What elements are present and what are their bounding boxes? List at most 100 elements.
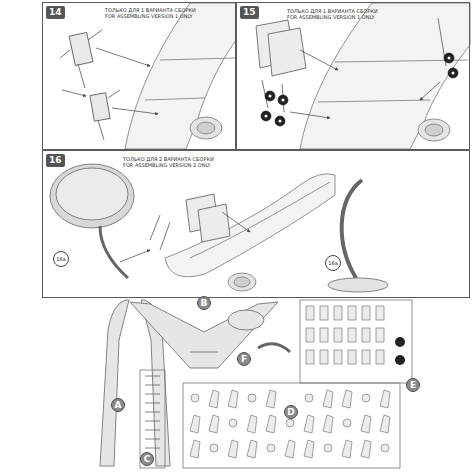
landing-gear-part	[98, 90, 120, 140]
fuselage-drawing	[190, 117, 222, 139]
assembly-arrow	[120, 250, 150, 262]
sprue-small-parts	[348, 350, 356, 364]
sprue-letter-text: B	[201, 298, 208, 308]
sprue-small-parts	[395, 337, 405, 347]
sprue-frame	[140, 300, 412, 468]
sprue-small-parts	[320, 306, 328, 320]
sprue-letter: D	[284, 405, 298, 419]
wheel-hub	[452, 72, 455, 75]
sprue-small-parts	[342, 390, 352, 408]
wheel-hub	[269, 95, 272, 98]
sprue-small-parts	[362, 394, 370, 402]
sprue-small-parts	[228, 390, 238, 408]
sprue-small-parts	[334, 306, 342, 320]
sprue-letter-text: E	[410, 380, 416, 390]
sprue-small-parts	[306, 350, 314, 364]
wheel-part	[278, 95, 288, 105]
sprue-letter-text: F	[241, 354, 247, 364]
sprue-small-parts	[145, 403, 160, 404]
fuselage-drawing	[160, 58, 236, 60]
sprue-small-parts	[145, 394, 160, 395]
sprue-small-parts	[376, 306, 384, 320]
sprue-small-parts	[305, 394, 313, 402]
sprue-small-parts	[229, 419, 237, 427]
sprue-small-parts	[145, 412, 160, 413]
sprue-small-parts	[285, 440, 295, 458]
sprue-small-parts	[267, 444, 275, 452]
wheel-part	[444, 53, 454, 63]
sprue-frame	[300, 300, 412, 383]
landing-gear-part	[60, 30, 102, 88]
gear-door-part	[150, 215, 170, 250]
gear-door-part	[150, 194, 230, 250]
sprue-small-parts	[320, 350, 328, 364]
fuselage-drawing	[197, 122, 215, 134]
display-stand	[50, 164, 134, 278]
sprue-small-parts	[342, 440, 352, 458]
sprue-small-parts	[190, 440, 200, 458]
sprue-small-parts	[145, 430, 160, 431]
gear-door-part	[262, 18, 446, 112]
sprue-small-parts	[248, 394, 256, 402]
sprue-small-parts	[306, 306, 314, 320]
sprue-small-parts	[145, 448, 160, 449]
step-panel: 16ТОЛЬКО ДЛЯ 2 ВАРИАНТА СБОРКИFOR ASSEMB…	[42, 150, 470, 298]
stand-detail	[328, 180, 388, 292]
assembly-arrow	[300, 50, 338, 70]
sprue-small-parts	[380, 390, 390, 408]
sprue-part-b	[130, 302, 278, 368]
sprue-small-parts	[348, 306, 356, 320]
fuselage-drawing	[318, 100, 430, 102]
fuselage-drawing	[165, 174, 335, 277]
sprue-small-parts	[286, 419, 294, 427]
wheel-part	[261, 53, 458, 126]
sprue-small-parts	[323, 390, 333, 408]
sprue-small-parts	[395, 355, 405, 365]
step-panel: 14ТОЛЬКО ДЛЯ 1 ВАРИАНТА СБОРКИFOR ASSEMB…	[42, 2, 236, 150]
sprue-letter: A	[111, 398, 125, 412]
sprue-small-parts	[191, 394, 199, 402]
callout-number: 16a	[56, 256, 65, 262]
gear-door-part	[268, 28, 306, 76]
fuselage-drawing	[418, 119, 450, 141]
sprue-frame	[140, 370, 165, 468]
fuselage-drawing	[165, 174, 335, 291]
wheel-part	[275, 116, 285, 126]
display-stand	[50, 164, 134, 228]
sprue-letter: F	[237, 352, 251, 366]
callout-number: 16a	[328, 260, 337, 266]
detail-callout: 16a	[53, 251, 69, 267]
sprue-small-parts	[145, 385, 160, 386]
sprue-small-parts	[320, 328, 328, 342]
sprue-part-b	[130, 302, 278, 368]
assembly-arrow	[96, 48, 150, 66]
sprue-small-parts	[145, 439, 160, 440]
landing-gear-part	[90, 93, 110, 121]
assembly-arrow	[290, 50, 440, 118]
display-stand	[100, 226, 128, 278]
fuselage-drawing	[125, 3, 236, 149]
sprue-small-parts	[145, 306, 405, 458]
assembly-arrow	[120, 212, 250, 262]
assembly-note: FOR ASSEMBLING VERSION 2 ONLY	[123, 162, 211, 168]
sprue-small-parts	[266, 390, 276, 408]
assembly-note: ТОЛЬКО ДЛЯ 1 ВАРИАНТА СБОРКИ	[105, 7, 196, 13]
wheel-part	[261, 111, 271, 121]
wheel-hub	[265, 57, 455, 123]
assembly-arrow	[420, 82, 440, 100]
fuselage-drawing	[300, 3, 470, 149]
sprue-small-parts	[306, 328, 314, 342]
sprue-small-parts	[348, 328, 356, 342]
wheel-hub	[282, 99, 285, 102]
assembly-note: ТОЛЬКО ДЛЯ 2 ВАРИАНТА СБОРКИ	[123, 156, 214, 162]
sprue-small-parts	[209, 390, 219, 408]
sprue-part-f	[228, 310, 290, 352]
fuselage-drawing	[145, 98, 205, 100]
sprue-small-parts	[247, 415, 257, 433]
stand-detail	[328, 278, 388, 292]
sprue-part-a	[100, 300, 129, 466]
sprue-small-parts	[304, 440, 314, 458]
sprue-small-parts	[362, 350, 370, 364]
wheel-hub	[448, 57, 451, 60]
sprue-small-parts	[190, 415, 200, 433]
